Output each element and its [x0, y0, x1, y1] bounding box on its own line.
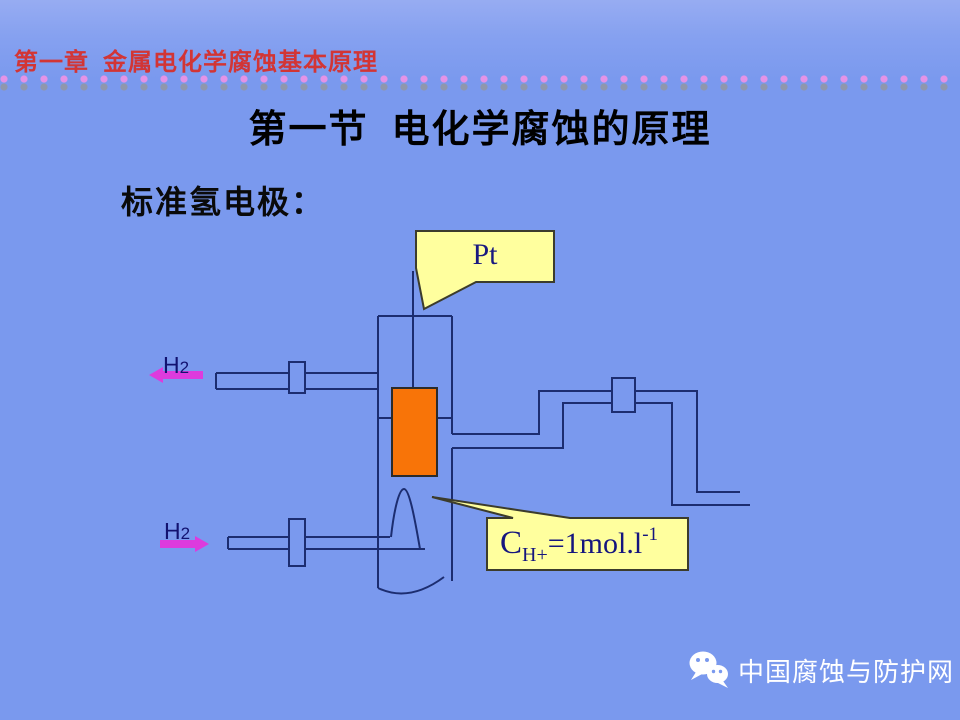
formula-value: =1mol.l: [547, 527, 643, 560]
h2-label-bottom: H2: [164, 518, 190, 545]
concentration-callout-bubble: [431, 496, 689, 571]
h2-symbol: H: [164, 518, 181, 544]
valve-top-left: [288, 361, 306, 394]
tube-right-lower: [452, 402, 750, 506]
divider-dots-pink: [0, 75, 960, 83]
pt-callout-label: Pt: [472, 238, 498, 271]
section-title: 第一节 电化学腐蚀的原理: [248, 109, 712, 151]
platinum-electrode: [391, 387, 438, 477]
wechat-icon: [689, 651, 728, 688]
formula-symbol: C: [500, 525, 523, 561]
h2-subscript: 2: [180, 524, 191, 543]
h2-label-top: H2: [163, 352, 189, 379]
formula-superscript: -1: [642, 524, 659, 545]
footer-brand: 中国腐蚀与防护网: [688, 648, 954, 692]
footer-brand-text: 中国腐蚀与防护网: [738, 656, 955, 687]
valve-bottom-left: [288, 518, 306, 567]
h2-arrow-right: [160, 536, 209, 552]
gas-bell: [390, 487, 421, 550]
h2-subscript: 2: [179, 358, 190, 377]
subtitle-standard-hydrogen-electrode: 标准氢电极：: [121, 184, 326, 220]
h2-symbol: H: [163, 352, 180, 378]
tube-right-upper: [452, 390, 740, 493]
vessel-walls: [377, 315, 453, 588]
concentration-callout-label: CH+=1mol.l-1: [500, 524, 658, 567]
vessel-bottom-arc: [377, 576, 445, 595]
valve-right: [611, 377, 636, 413]
divider-dots-gray: [0, 83, 960, 91]
tube-bottom-left: [227, 536, 425, 550]
chapter-header: 第一章 金属电化学腐蚀基本原理: [14, 50, 378, 76]
pt-callout-bubble: [415, 230, 555, 311]
h2-arrow-left: [149, 367, 203, 383]
formula-subscript: H+: [522, 544, 548, 566]
